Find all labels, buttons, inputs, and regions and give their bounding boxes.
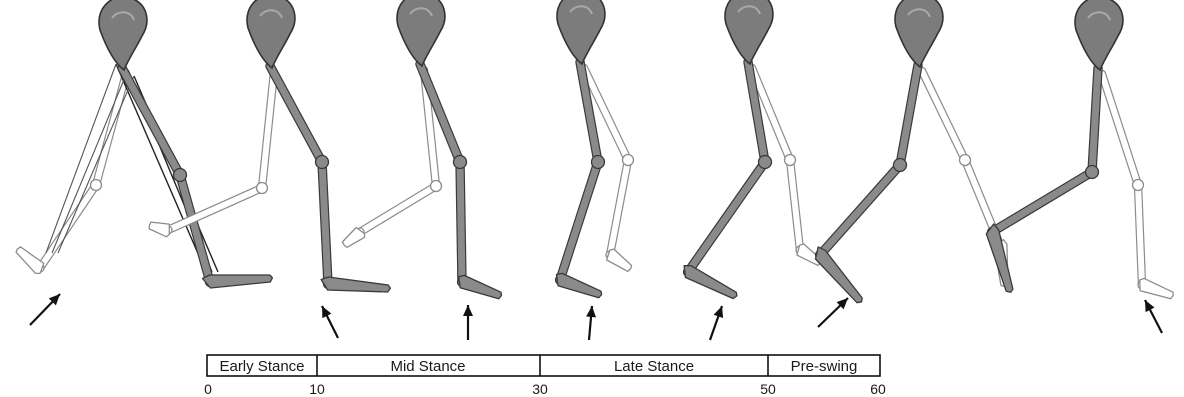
skeleton-pose	[342, 0, 501, 299]
arrow-head	[714, 306, 724, 318]
tick-label: 30	[532, 381, 548, 397]
stance-leg-foot	[459, 275, 502, 298]
muscle-line	[52, 70, 128, 253]
stance-leg-knee	[759, 156, 772, 169]
phase-label-pre-swing: Pre-swing	[791, 358, 858, 375]
skeleton-pose	[816, 0, 1009, 303]
stance-leg-knee	[592, 156, 605, 169]
foot-arrows	[30, 294, 1162, 340]
tick-label: 0	[204, 381, 212, 397]
swing-leg-knee	[623, 155, 634, 166]
skeleton-pose	[16, 0, 272, 288]
swing-leg-foot	[149, 222, 169, 237]
swing-leg-knee	[91, 180, 102, 191]
stance-leg-foot	[321, 277, 390, 292]
stance-leg-foot	[203, 275, 273, 288]
swing-leg-femur-fill	[922, 71, 965, 160]
arrow-head	[463, 305, 473, 316]
arrow-icon	[818, 298, 848, 327]
swing-leg-femur-fill	[1102, 74, 1138, 185]
arrow-icon	[322, 306, 338, 338]
timeline-frame	[207, 355, 880, 376]
swing-leg-knee	[257, 183, 268, 194]
stance-leg-tibia-fill	[820, 165, 900, 255]
swing-leg-tibia-fill	[610, 160, 628, 255]
swing-leg-foot	[1140, 278, 1174, 298]
stance-leg-tibia-fill	[460, 162, 462, 282]
swing-leg-foot	[16, 247, 44, 274]
swing-leg-knee	[785, 155, 796, 166]
phase-label-mid-stance: Mid Stance	[390, 358, 465, 375]
pelvis	[99, 0, 147, 70]
pelvis	[557, 0, 605, 64]
pelvis	[1075, 0, 1123, 70]
muscle-line	[116, 64, 206, 272]
swing-leg-foot	[342, 228, 364, 248]
stance-leg-knee	[316, 156, 329, 169]
stance-leg-foot	[986, 224, 1013, 292]
pelvis	[397, 0, 445, 66]
stance-leg-knee	[174, 169, 187, 182]
tick-label: 60	[870, 381, 886, 397]
gait-phase-timeline: Early Stance Mid Stance Late Stance Pre-…	[204, 355, 886, 397]
swing-leg-knee	[960, 155, 971, 166]
arrow-icon	[1145, 300, 1162, 333]
muscle-line	[58, 76, 134, 253]
skeleton-pose	[986, 0, 1173, 299]
stance-leg-foot	[816, 247, 863, 303]
stance-leg-foot	[557, 273, 602, 297]
swing-leg-knee	[1133, 180, 1144, 191]
stance-leg-femur-fill	[900, 65, 918, 165]
stance-leg-foot	[684, 266, 737, 299]
phase-label-late-stance: Late Stance	[614, 358, 694, 375]
tick-label: 10	[309, 381, 325, 397]
stance-leg-tibia-fill	[688, 162, 765, 272]
skeleton-pose	[684, 0, 822, 299]
stance-leg-knee	[1086, 166, 1099, 179]
stance-leg-knee	[894, 159, 907, 172]
swing-leg-knee	[431, 181, 442, 192]
stance-leg-tibia-fill	[992, 172, 1092, 232]
stance-leg-tibia-fill	[560, 162, 598, 280]
tick-label: 50	[760, 381, 776, 397]
stance-leg-knee	[454, 156, 467, 169]
arrow-icon	[586, 306, 596, 340]
skeleton-pose	[149, 0, 390, 292]
swing-leg-tibia-fill	[360, 186, 436, 232]
skeleton-sequence	[16, 0, 1173, 303]
phase-label-early-stance: Early Stance	[219, 358, 304, 375]
swing-leg-tibia-fill	[1138, 185, 1142, 285]
stance-leg-femur-fill	[122, 68, 180, 175]
swing-leg-foot	[607, 249, 632, 271]
arrow-icon	[30, 294, 60, 325]
arrow-head	[586, 306, 596, 317]
stance-leg-tibia-fill	[180, 175, 210, 282]
swing-leg-tibia-fill	[40, 185, 96, 268]
arrow-icon	[463, 305, 473, 340]
pelvis	[725, 0, 773, 64]
stance-leg-femur-fill	[270, 66, 322, 162]
arrow-icon	[710, 306, 723, 340]
skeleton-pose	[556, 0, 634, 298]
